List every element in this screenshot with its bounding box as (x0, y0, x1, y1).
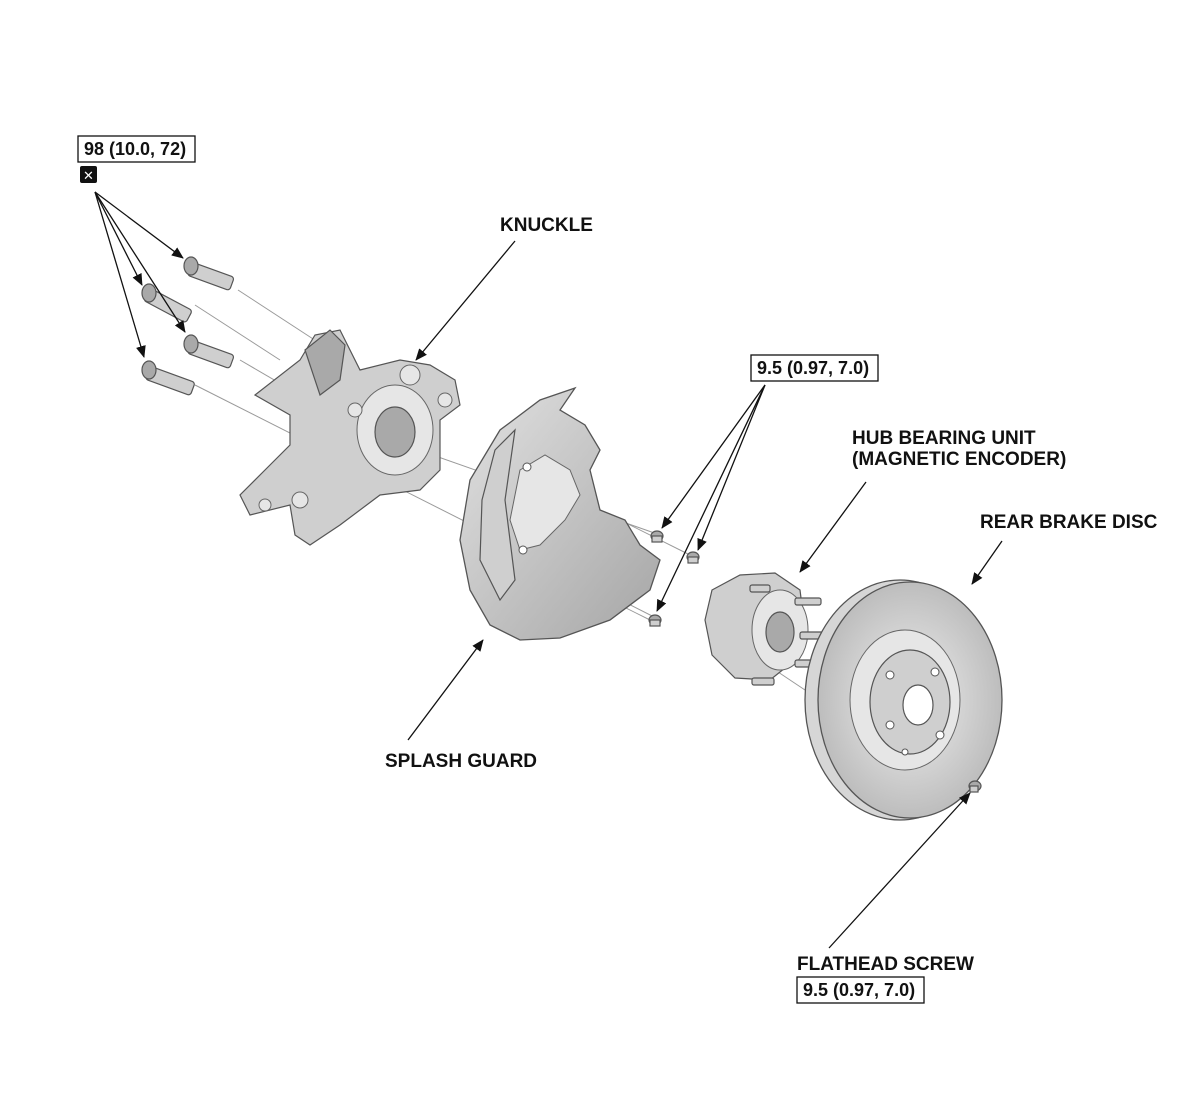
torque-spec-flathead-screw: 9.5 (0.97, 7.0) (796, 976, 925, 1004)
torque-spec-knuckle-bolts: 98 (10.0, 72) (77, 135, 196, 163)
label-hub-bearing-unit-sub: (MAGNETIC ENCODER) (852, 449, 1066, 470)
hub-bearing-unit (704, 572, 829, 686)
svg-text:✕: ✕ (83, 169, 94, 184)
torque-spec-splash-guard-bolts: 9.5 (0.97, 7.0) (750, 354, 879, 382)
replace-part-icon: ✕ (80, 166, 97, 184)
knuckle (239, 329, 461, 546)
label-splash-guard: SPLASH GUARD (385, 751, 537, 772)
leader-lines (94, 191, 1003, 949)
flathead-screw (968, 780, 982, 793)
splash-guard (459, 386, 661, 641)
torque-spec-text: 9.5 (0.97, 7.0) (803, 980, 915, 1000)
label-knuckle: KNUCKLE (500, 215, 593, 236)
knuckle-bolt-4 (141, 360, 195, 396)
label-hub-bearing-unit: HUB BEARING UNIT (852, 428, 1036, 449)
label-rear-brake-disc: REAR BRAKE DISC (980, 512, 1158, 533)
torque-spec-text: 98 (10.0, 72) (84, 139, 186, 159)
splash-guard-bolt-2 (686, 551, 700, 564)
knuckle-bolt-3 (183, 334, 235, 369)
torque-spec-text: 9.5 (0.97, 7.0) (757, 358, 869, 378)
knuckle-bolts (141, 256, 235, 396)
splash-guard-bolt-3 (648, 614, 662, 627)
rear-brake-disc (804, 579, 1003, 821)
label-flathead-screw: FLATHEAD SCREW (797, 954, 974, 975)
knuckle-bolt-1 (183, 256, 235, 291)
splash-guard-bolt-1 (650, 530, 664, 543)
splash-guard-bolts (648, 530, 700, 627)
